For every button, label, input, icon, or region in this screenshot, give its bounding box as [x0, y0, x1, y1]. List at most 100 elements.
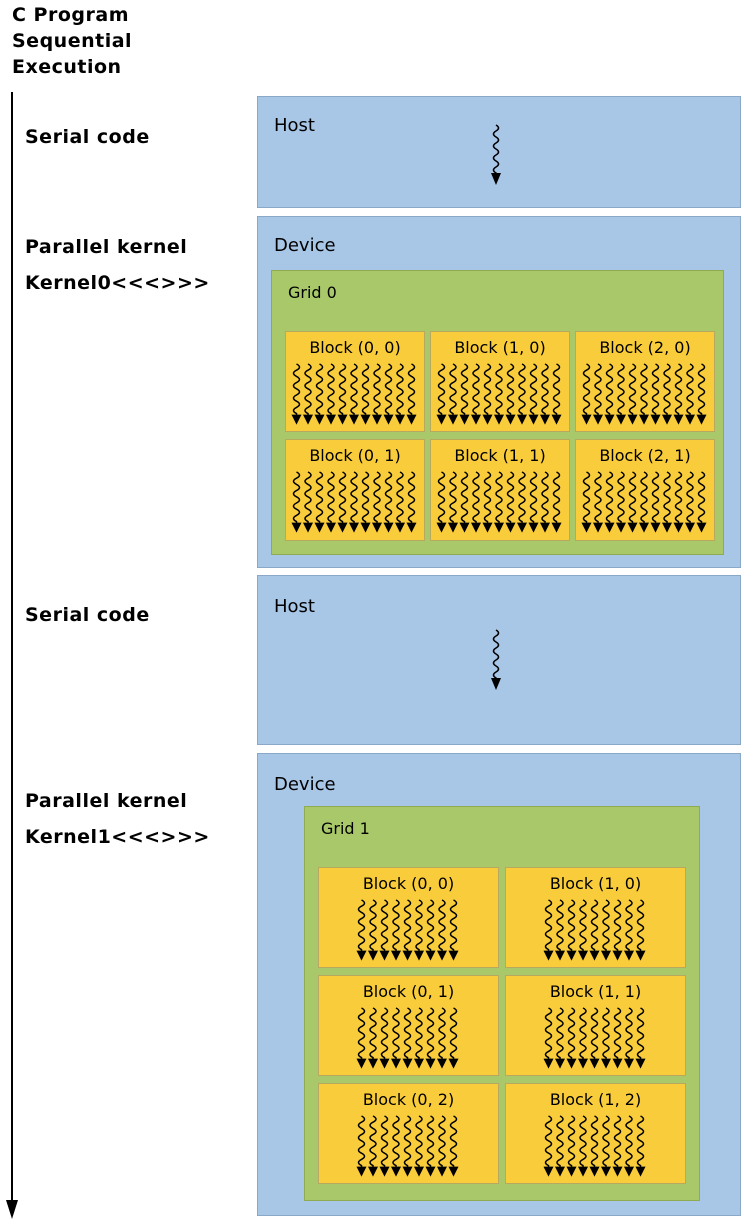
thread-wave	[315, 471, 324, 524]
thread-wave	[579, 899, 587, 952]
grid1-block-1-2: Block (1, 2)	[505, 1083, 686, 1184]
thread-arrowhead-icon	[624, 1058, 634, 1069]
block-label: Block (2, 1)	[599, 446, 691, 465]
thread-wave	[426, 1007, 435, 1060]
block-label: Block (2, 0)	[599, 338, 691, 357]
grid0-block-0-0: Block (0, 0)	[285, 331, 425, 432]
thread-arrowhead-icon	[589, 950, 600, 961]
thread-arrowhead-icon	[578, 1058, 588, 1069]
thread-arrowhead-icon	[685, 414, 695, 425]
thread-arrowhead-icon	[650, 522, 661, 533]
thread-arrowhead-icon	[551, 414, 562, 425]
thread-arrowhead-icon	[543, 1166, 554, 1177]
thread-arrowhead-icon	[604, 522, 615, 533]
thread-arrowhead-icon	[517, 522, 527, 533]
thread-wave	[449, 363, 457, 416]
thread-arrowhead-icon	[566, 1058, 577, 1069]
thread-wave	[544, 1115, 553, 1168]
thread-wave	[640, 471, 648, 524]
thread-arrowhead-icon	[639, 522, 649, 533]
thread-wave	[582, 471, 591, 524]
thread-wave	[567, 899, 576, 952]
thread-wave	[605, 471, 614, 524]
thread-arrowhead-icon	[414, 1058, 424, 1069]
thread-arrowhead-icon	[406, 414, 417, 425]
thread-wave	[438, 1115, 446, 1168]
thread-wave	[304, 471, 312, 524]
block-label: Block (0, 1)	[309, 446, 401, 465]
thread-arrowhead-icon	[650, 414, 661, 425]
thread-arrowhead-icon	[589, 1058, 600, 1069]
thread-wave	[449, 471, 457, 524]
thread-arrowhead-icon	[471, 414, 481, 425]
thread-wave	[552, 363, 561, 416]
thread-wave	[617, 471, 625, 524]
thread-wave	[582, 363, 591, 416]
thread-arrowhead-icon	[696, 414, 707, 425]
thread-wave	[567, 1115, 576, 1168]
grid1-block-1-0: Block (1, 0)	[505, 867, 686, 968]
thread-arrowhead-icon	[395, 414, 405, 425]
thread-arrowhead-icon	[448, 522, 458, 533]
phase-label-serial-2: Serial code	[25, 604, 150, 626]
thread-wave	[338, 471, 347, 524]
thread-arrowhead-icon	[482, 522, 493, 533]
thread-arrowhead-icon	[543, 950, 554, 961]
phase-subtitle-kernel1: Kernel1<<<>>>	[25, 826, 210, 848]
grid-1-label: Grid 1	[321, 819, 370, 838]
thread-wave	[407, 471, 416, 524]
thread-wave	[292, 471, 301, 524]
thread-arrowhead-icon	[696, 522, 707, 533]
grid1-block-0-2: Block (0, 2)	[318, 1083, 499, 1184]
grid0-block-1-1: Block (1, 1)	[430, 439, 570, 541]
block-label: Block (1, 0)	[454, 338, 546, 357]
thread-wave	[350, 471, 358, 524]
grid0-block-1-0: Block (1, 0)	[430, 331, 570, 432]
thread-arrowhead-icon	[425, 1166, 436, 1177]
thread-wave	[518, 363, 526, 416]
block-label: Block (1, 0)	[549, 874, 642, 893]
thread-wave	[415, 899, 423, 952]
thread-wave	[384, 471, 393, 524]
thread-wave	[613, 899, 622, 952]
host-thread-wavy-arrow-icon	[491, 124, 501, 185]
thread-wave	[590, 1007, 599, 1060]
thread-wave	[640, 363, 648, 416]
thread-wave	[556, 1115, 564, 1168]
thread-wave	[403, 1007, 412, 1060]
thread-wave	[415, 1115, 423, 1168]
block-label: Block (1, 2)	[549, 1090, 642, 1109]
thread-arrowhead-icon	[326, 414, 336, 425]
thread-arrowhead-icon	[505, 414, 516, 425]
thread-arrowhead-icon	[425, 1058, 436, 1069]
thread-wave	[495, 471, 503, 524]
thread-arrowhead-icon	[627, 522, 638, 533]
block-threads-wavy-arrows-icon	[543, 899, 646, 961]
thread-wave	[361, 471, 370, 524]
thread-arrowhead-icon	[639, 414, 649, 425]
thread-wave	[369, 899, 377, 952]
thread-wave	[338, 363, 347, 416]
thread-wave	[369, 1007, 377, 1060]
thread-arrowhead-icon	[555, 1166, 565, 1177]
block-label: Block (0, 0)	[309, 338, 401, 357]
thread-arrowhead-icon	[685, 522, 695, 533]
thread-arrowhead-icon	[601, 1058, 611, 1069]
thread-wave	[350, 363, 358, 416]
thread-arrowhead-icon	[291, 522, 302, 533]
thread-arrowhead-icon	[368, 1166, 378, 1177]
thread-arrowhead-icon	[581, 522, 592, 533]
thread-wave	[602, 1007, 610, 1060]
block-threads-wavy-arrows-icon	[291, 471, 417, 533]
thread-arrowhead-icon	[566, 950, 577, 961]
thread-arrowhead-icon	[402, 1166, 413, 1177]
thread-arrowhead-icon	[402, 1058, 413, 1069]
thread-wave	[556, 1007, 564, 1060]
thread-arrowhead-icon	[612, 1058, 623, 1069]
thread-wave	[407, 363, 416, 416]
block-threads-wavy-arrows-icon	[543, 1007, 646, 1069]
thread-arrowhead-icon	[635, 1058, 646, 1069]
thread-arrowhead-icon	[414, 950, 424, 961]
thread-wave	[518, 471, 526, 524]
thread-arrowhead-icon	[459, 522, 470, 533]
